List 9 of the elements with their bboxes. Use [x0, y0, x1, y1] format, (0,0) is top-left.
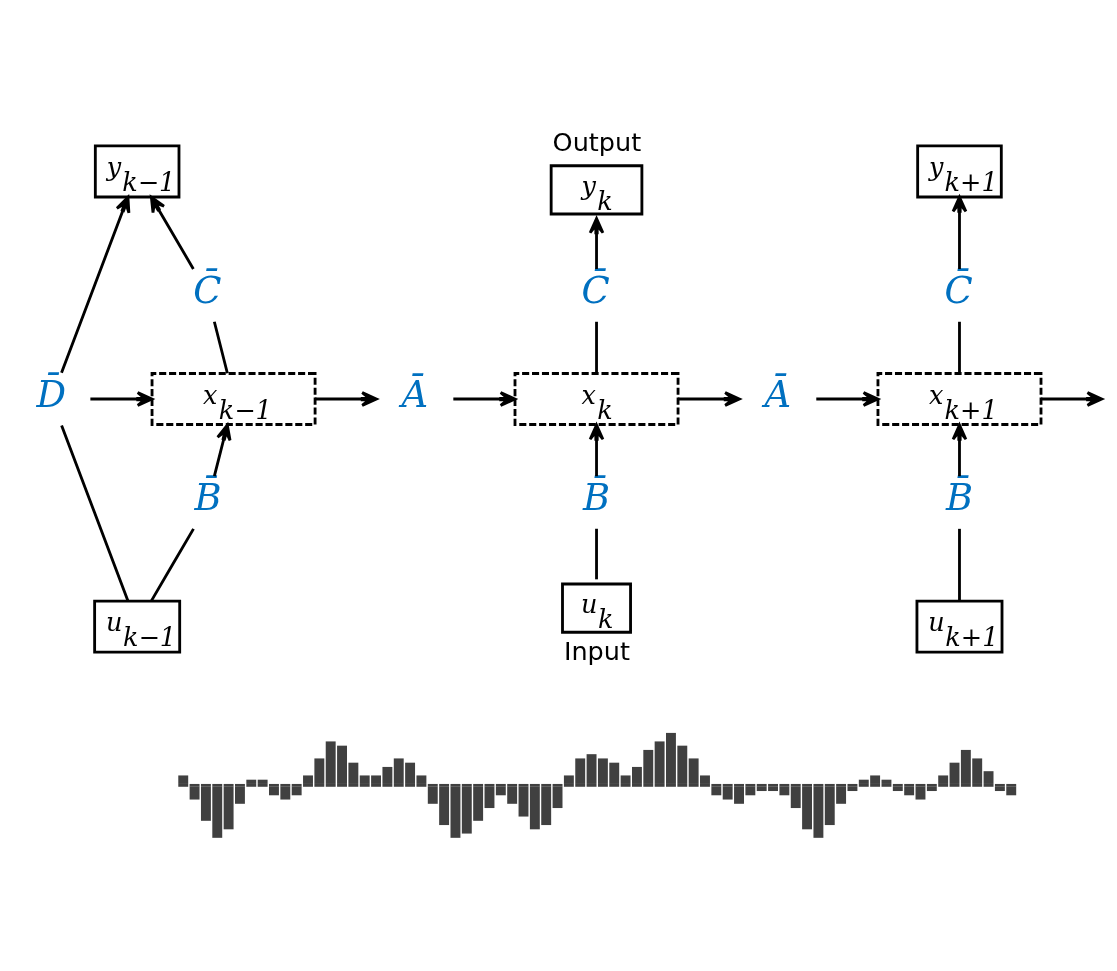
- node-text: C̄: [944, 269, 973, 313]
- node-text: C̄: [193, 269, 222, 313]
- node-text: B̄: [194, 476, 222, 520]
- node-label: Input: [563, 635, 630, 666]
- node-label: Output: [552, 126, 642, 157]
- node-text: D̄: [36, 372, 67, 416]
- node-text: B̄: [583, 476, 611, 520]
- node-text: B̄: [946, 476, 974, 520]
- node-text: C̄: [581, 269, 610, 313]
